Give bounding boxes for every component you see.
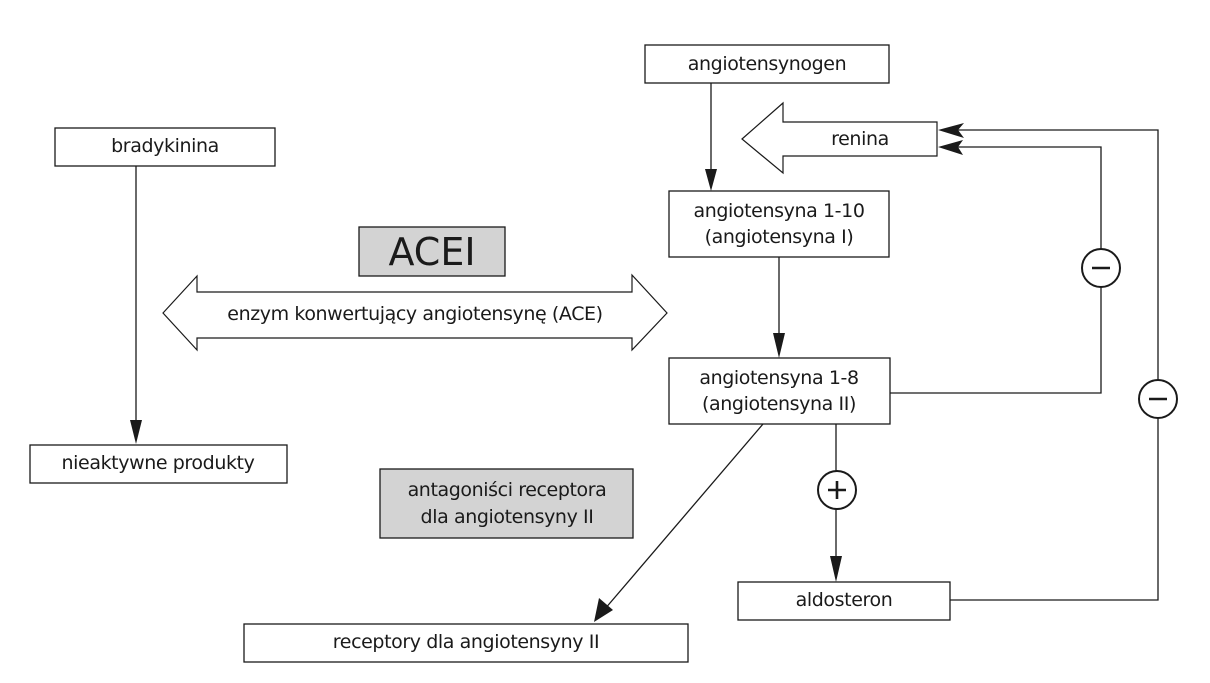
node-label: bradykinina bbox=[111, 135, 219, 157]
node-angiotensin-1-8: angiotensyna 1-8 (angiotensyna II) bbox=[668, 357, 891, 425]
node-label: enzym konwertujący angiotensynę (ACE) bbox=[227, 303, 602, 325]
minus-sign-outer bbox=[1138, 379, 1178, 419]
edge-aldosterone-feedback-to-renin bbox=[950, 129, 1159, 601]
node-label-line2: (angiotensyna II) bbox=[702, 393, 856, 415]
node-angiotensin-1-10: angiotensyna 1-10 (angiotensyna I) bbox=[668, 190, 890, 258]
minus-sign-inner bbox=[1081, 248, 1121, 288]
edge-ang2-to-receptors bbox=[603, 423, 764, 611]
arrowhead-ang1 bbox=[705, 169, 717, 191]
arrowhead-aldosterone bbox=[830, 556, 842, 582]
plus-sign bbox=[817, 470, 857, 510]
inhibitor-acei: ACEI bbox=[358, 226, 506, 277]
node-ace-double-arrow: enzym konwertujący angiotensynę (ACE) bbox=[162, 273, 668, 352]
inhibitor-label-line1: antagoniści receptora bbox=[408, 479, 607, 501]
node-label-line1: angiotensyna 1-10 bbox=[693, 200, 864, 222]
node-receptors: receptory dla angiotensyny II bbox=[243, 623, 689, 663]
inhibitor-label: ACEI bbox=[388, 230, 475, 274]
arrowhead-receptors bbox=[594, 598, 613, 622]
node-label: renina bbox=[831, 128, 889, 150]
node-renin-arrow: renina bbox=[741, 101, 938, 175]
node-inactive-products: nieaktywne produkty bbox=[29, 444, 288, 484]
node-aldosterone: aldosteron bbox=[737, 581, 951, 621]
node-bradykinina: bradykinina bbox=[54, 127, 276, 167]
arrowhead-inactive-products bbox=[130, 420, 142, 444]
node-angiotensinogen: angiotensynogen bbox=[644, 44, 890, 84]
arrowhead-renin-outer bbox=[938, 123, 964, 138]
edge-ang2-feedback-to-renin bbox=[890, 146, 1102, 394]
inhibitor-label-line2: dla angiotensyny II bbox=[421, 506, 594, 528]
node-label-line1: angiotensyna 1-8 bbox=[699, 367, 858, 389]
node-label: receptory dla angiotensyny II bbox=[333, 631, 599, 653]
node-label: angiotensynogen bbox=[688, 53, 846, 75]
node-label-line2: (angiotensyna I) bbox=[705, 226, 854, 248]
arrowhead-ang2 bbox=[773, 333, 785, 358]
node-label: nieaktywne produkty bbox=[62, 452, 255, 474]
inhibitor-arb: antagoniści receptora dla angiotensyny I… bbox=[379, 468, 634, 539]
node-label: aldosteron bbox=[796, 589, 893, 611]
arrowhead-renin-inner bbox=[938, 140, 963, 155]
